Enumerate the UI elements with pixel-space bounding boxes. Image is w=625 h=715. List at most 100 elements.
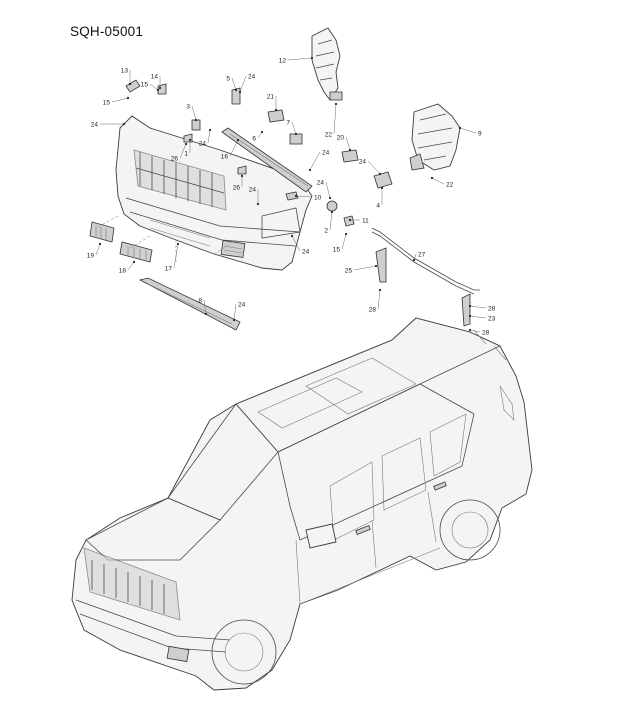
callout-leader: [111, 97, 129, 103]
part-callout-number: 17: [165, 265, 173, 272]
callout-anchor-dot: [348, 218, 352, 222]
callout-leader: [203, 299, 207, 315]
callout-leader: [469, 305, 487, 309]
part-callout-number: 15: [103, 99, 111, 106]
callout-anchor-dot: [334, 102, 338, 106]
callout-anchor-dot: [232, 318, 236, 322]
part-callout-number: 23: [488, 315, 496, 322]
callout-leader: [329, 211, 333, 231]
callout-leader: [291, 121, 297, 135]
callout-leader: [233, 303, 237, 321]
part-callout-number: 2: [324, 227, 328, 234]
callout-anchor-dot: [430, 176, 434, 180]
callout-anchor-dot: [128, 82, 132, 86]
part-callout-number: 24: [302, 248, 310, 255]
part-callout-number: 16: [221, 153, 229, 160]
part-callout-number: 12: [279, 57, 287, 64]
callout-leader: [191, 105, 197, 121]
callout-anchor-dot: [378, 172, 382, 176]
callout-anchor-dot: [156, 88, 160, 92]
callout-anchor-dot: [378, 288, 382, 292]
part-callout-number: 26: [233, 184, 241, 191]
callout-anchor-dot: [176, 242, 180, 246]
callout-leader: [179, 143, 187, 159]
callout-leader: [127, 261, 135, 271]
part-callout-number: 21: [267, 93, 275, 100]
callout-anchor-dot: [238, 90, 242, 94]
callout-leader: [377, 289, 381, 310]
callout-leader: [291, 235, 301, 252]
bumper-upper-trim: [221, 127, 313, 193]
callout-leader: [367, 160, 381, 175]
callout-anchor-dot: [458, 126, 462, 130]
part-callout-number: 14: [151, 73, 159, 80]
front-bumper-assembly: [115, 115, 313, 271]
callout-anchor-dot: [240, 174, 244, 178]
assembly-guides: [95, 215, 237, 262]
callout-anchor-dot: [208, 128, 212, 132]
part-callout-number: 8: [198, 297, 202, 304]
callout-anchor-dot: [344, 232, 348, 236]
callout-leader: [287, 57, 313, 61]
callout-anchor-dot: [412, 258, 416, 262]
part-callout-number: 28: [482, 329, 490, 336]
washer-hose: [371, 227, 480, 327]
callout-anchor-dot: [234, 88, 238, 92]
callout-leader: [239, 75, 247, 93]
callout-leader: [207, 129, 211, 144]
callout-leader: [459, 127, 477, 134]
callout-anchor-dot: [158, 86, 162, 90]
callout-leader: [173, 243, 179, 269]
callout-leader: [229, 139, 239, 157]
part-callout-number: 24: [249, 186, 257, 193]
callout-anchor-dot: [330, 210, 334, 214]
part-callout-number: 9: [478, 130, 482, 137]
part-callout-number: 5: [226, 75, 230, 82]
callout-leader: [149, 83, 159, 91]
part-callout-number: 10: [314, 194, 322, 201]
part-callout-number: 28: [488, 305, 496, 312]
part-callout-number: 24: [248, 73, 256, 80]
callout-leader: [325, 181, 331, 199]
callout-anchor-dot: [132, 260, 136, 264]
part-callout-number: 6: [252, 135, 256, 142]
callout-leader: [231, 77, 237, 91]
part-callout-number: 4: [376, 202, 380, 209]
callout-anchor-dot: [236, 138, 240, 142]
callout-anchor-dot: [290, 234, 294, 238]
grille-inserts: [89, 221, 153, 263]
callout-anchor-dot: [468, 328, 472, 332]
part-callout-number: 15: [141, 81, 149, 88]
part-callout-number: 15: [333, 246, 341, 253]
callout-anchor-dot: [294, 194, 298, 198]
part-callout-number: 20: [337, 134, 345, 141]
callout-leader: [353, 265, 377, 271]
callout-anchor-dot: [468, 304, 472, 308]
callout-anchor-dot: [184, 142, 188, 146]
part-callout-number: 24: [317, 179, 325, 186]
callout-anchor-dot: [380, 186, 384, 190]
part-callout-number: 24: [91, 121, 99, 128]
diagram-title: SQH-05001: [70, 24, 144, 39]
callout-anchor-dot: [188, 138, 192, 142]
callout-anchor-dot: [204, 312, 208, 316]
callout-anchor-dot: [256, 202, 260, 206]
callout-leader: [333, 103, 337, 135]
part-callout-number: 18: [119, 267, 127, 274]
part-callout-number: 13: [121, 67, 129, 74]
callout-anchor-dot: [274, 108, 278, 112]
part-callout-number: 19: [87, 252, 95, 259]
callout-anchor-dot: [294, 132, 298, 136]
callout-leader: [309, 151, 321, 171]
callout-anchor-dot: [194, 118, 198, 122]
callout-anchor-dot: [468, 314, 472, 318]
part-callout-number: 24: [359, 158, 367, 165]
headlamp-brackets: [311, 27, 461, 171]
part-callout-number: 1: [184, 150, 188, 157]
part-callout-number: 24: [238, 301, 246, 308]
callout-leader: [295, 195, 313, 198]
skid-plate-strip: [138, 277, 241, 331]
part-callout-number: 24: [322, 149, 330, 156]
part-callout-number: 25: [345, 267, 353, 274]
